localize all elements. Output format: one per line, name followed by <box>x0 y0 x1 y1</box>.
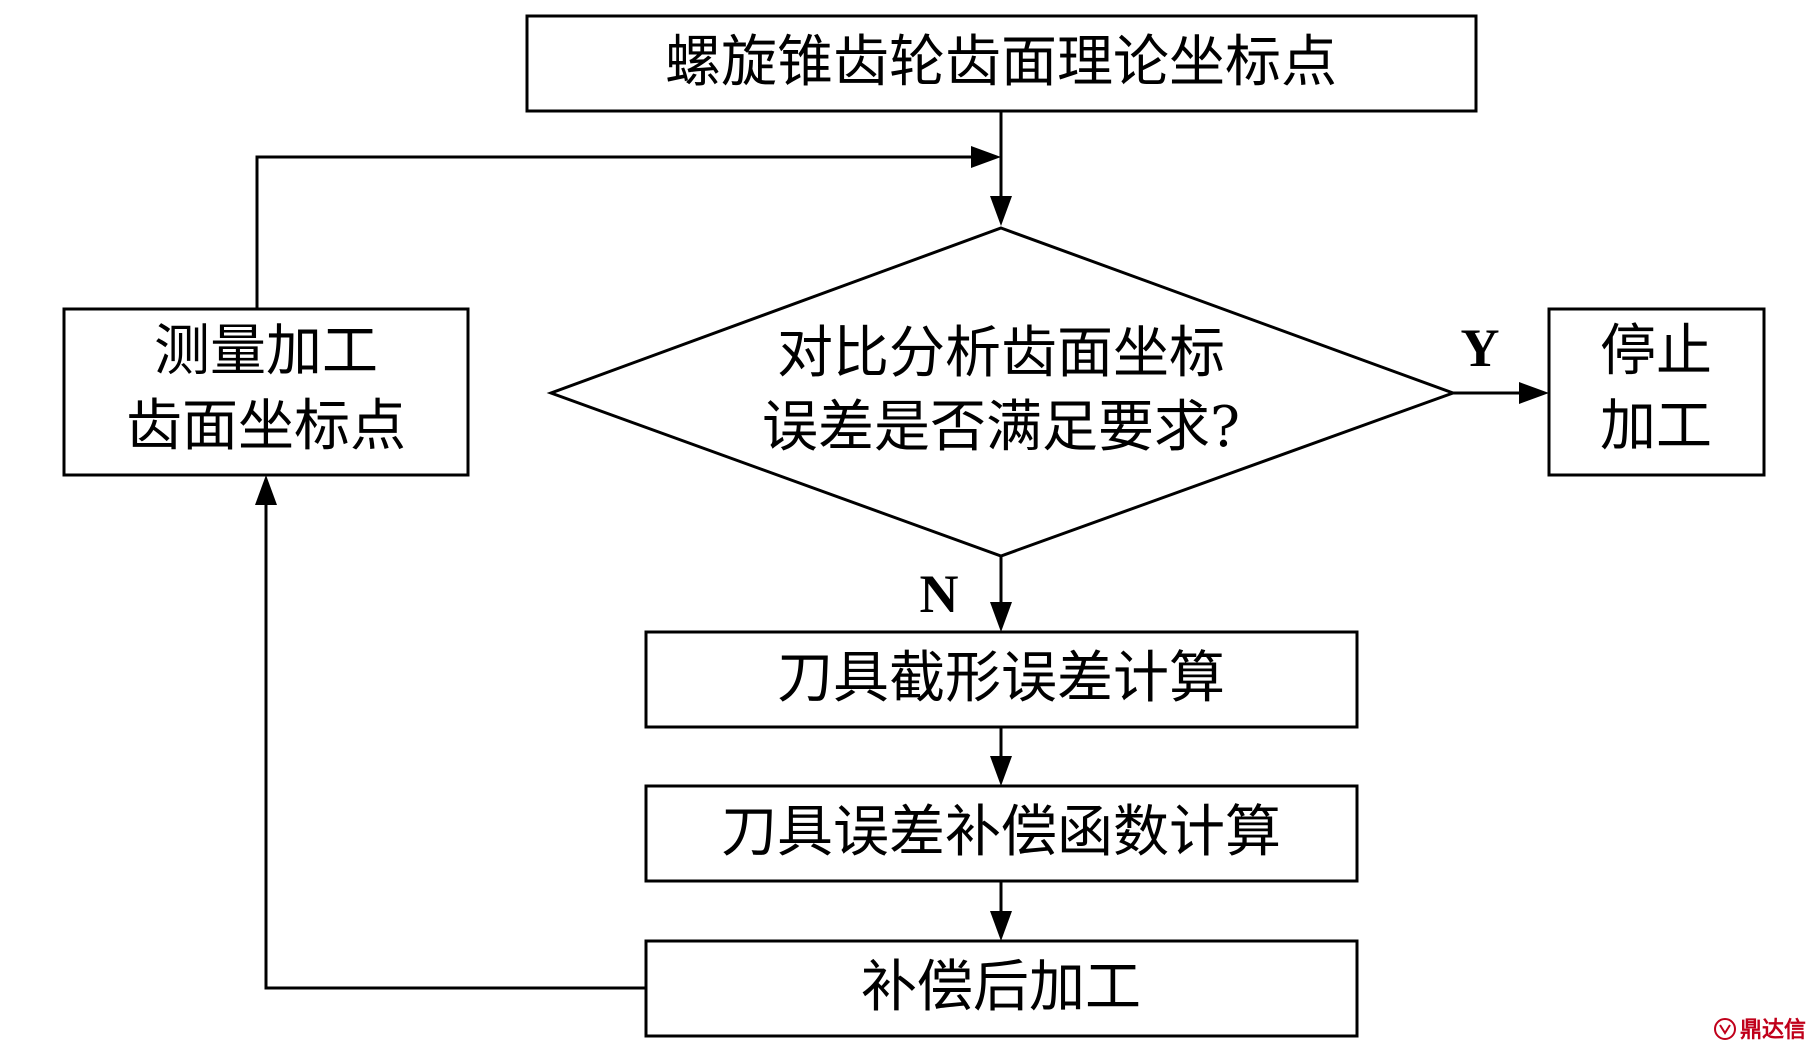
edge-decision-yes: Y <box>1453 318 1549 404</box>
logo-icon <box>1714 1018 1736 1040</box>
node-decision-line-1: 对比分析齿面坐标 <box>777 321 1225 386</box>
watermark-text: 鼎达信 <box>1740 1017 1806 1043</box>
arrowhead-icon <box>1519 382 1549 404</box>
arrowhead-icon <box>990 602 1012 632</box>
node-compensation-function: 刀具误差补偿函数计算 <box>644 784 1359 883</box>
node-post-machining-label: 补偿后加工 <box>861 955 1141 1020</box>
edge-profile-to-compensation <box>990 727 1012 786</box>
arrowhead-icon <box>990 911 1012 941</box>
edge-label-no: N <box>920 564 959 624</box>
arrowhead-icon <box>255 475 277 505</box>
edge-top-to-decision <box>990 111 1012 226</box>
node-compensation-function-label: 刀具误差补偿函数计算 <box>721 800 1281 865</box>
edge-decision-no: N <box>920 556 1012 632</box>
edge-compensation-to-machining <box>990 881 1012 941</box>
node-stop-line-2: 加工 <box>1600 394 1712 459</box>
edge-measure-loop-back <box>255 146 1001 309</box>
arrowhead-icon <box>990 196 1012 226</box>
node-stop: 停止 加工 <box>1547 307 1766 477</box>
node-decision: 对比分析齿面坐标 误差是否满足要求? <box>546 226 1458 558</box>
arrowhead-icon <box>971 146 1001 168</box>
logo-mark-icon <box>1719 1024 1731 1035</box>
node-post-machining: 补偿后加工 <box>644 939 1359 1038</box>
node-tool-profile-error-label: 刀具截形误差计算 <box>777 646 1225 711</box>
arrowhead-icon <box>990 756 1012 786</box>
node-stop-line-1: 停止 <box>1600 319 1712 384</box>
node-theoretical-points-label: 螺旋锥齿轮齿面理论坐标点 <box>665 30 1337 95</box>
node-decision-line-2: 误差是否满足要求? <box>762 395 1240 460</box>
node-measure-points: 测量加工 齿面坐标点 <box>62 307 470 477</box>
watermark: 鼎达信 <box>1714 1017 1806 1043</box>
edge-machining-to-measure <box>255 475 646 990</box>
node-tool-profile-error: 刀具截形误差计算 <box>644 630 1359 729</box>
edge-label-yes: Y <box>1461 318 1500 378</box>
node-theoretical-points: 螺旋锥齿轮齿面理论坐标点 <box>525 14 1478 113</box>
node-measure-points-line-1: 测量加工 <box>154 319 378 384</box>
node-measure-points-line-2: 齿面坐标点 <box>126 394 406 459</box>
